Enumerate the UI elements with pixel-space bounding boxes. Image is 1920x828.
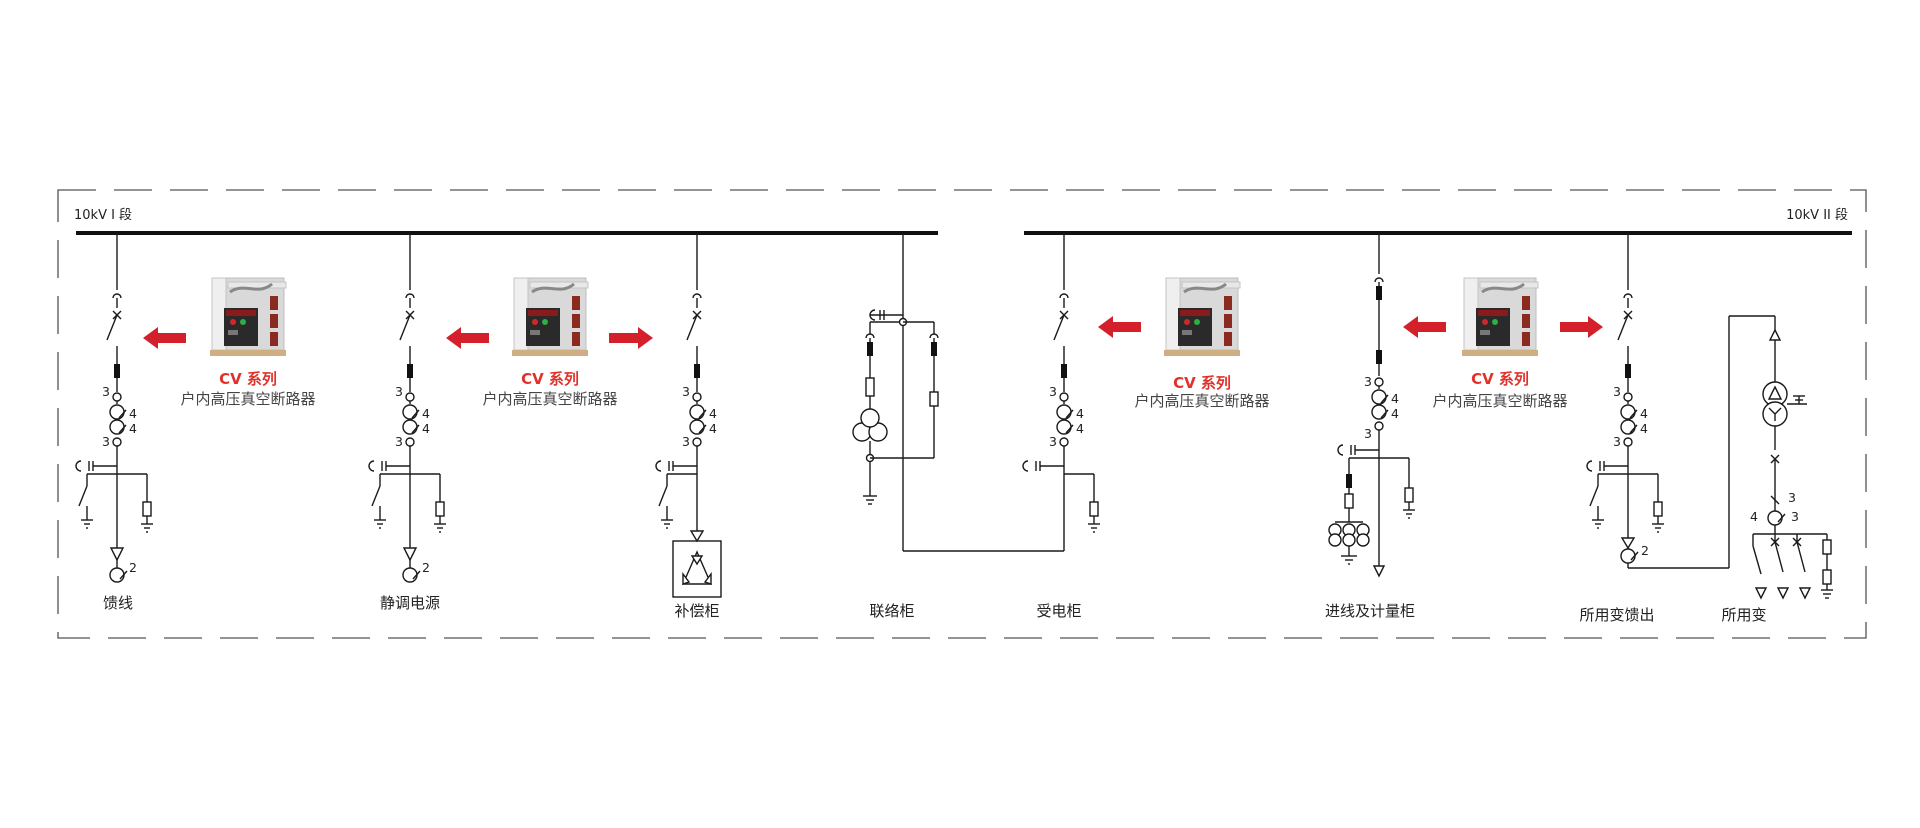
arrow-left-icon <box>1098 316 1141 338</box>
ct-count-label: 3 <box>1364 426 1372 441</box>
breaker-product-image <box>1162 276 1242 358</box>
arrow-left-icon <box>1403 316 1446 338</box>
ct-count-label: 3 <box>682 434 690 449</box>
bus-tie-circuit <box>852 233 1064 552</box>
ct-count-label: 4 <box>1391 406 1399 421</box>
ct-count-label: 3 <box>1049 434 1057 449</box>
ct-count-label: 4 <box>709 421 717 436</box>
ct-count-label: 3 <box>395 434 403 449</box>
breaker-product-image <box>1460 276 1540 358</box>
ct-count-label: 4 <box>709 406 717 421</box>
cabinet-label-bus-tie: 联络柜 <box>869 602 914 620</box>
ct-count-label: 4 <box>1640 421 1648 436</box>
cabinet-label-compensation: 补偿柜 <box>674 602 719 620</box>
arrow-right-icon <box>609 327 653 349</box>
product-series-label: CV 系列 <box>219 370 277 388</box>
cabinet-label-incoming: 受电柜 <box>1036 602 1081 620</box>
ct-count-label: 3 <box>1049 384 1057 399</box>
ct-count-label: 3 <box>102 434 110 449</box>
ct-count-label: 4 <box>129 406 137 421</box>
product-description: 户内高压真空断路器 <box>1432 392 1567 410</box>
product-series-label: CV 系列 <box>1471 370 1529 388</box>
ct-count-label: 4 <box>1640 406 1648 421</box>
ct-count-label: 3 <box>395 384 403 399</box>
ct-count-label: 4 <box>422 421 430 436</box>
product-description: 户内高压真空断路器 <box>1134 392 1269 410</box>
cabinet-label-static-power: 静调电源 <box>380 594 440 612</box>
cabinet-label-incoming-metering: 进线及计量柜 <box>1325 602 1415 620</box>
ct-count-label: 3 <box>1364 374 1372 389</box>
ct-count-label: 3 <box>1791 509 1799 524</box>
product-description: 户内高压真空断路器 <box>482 390 617 408</box>
busbar-label-2: 10kV II 段 <box>1786 208 1848 223</box>
ct-count-label: 4 <box>1076 406 1084 421</box>
cabinet-label-feeder: 馈线 <box>103 594 133 612</box>
ct-count-label: 4 <box>1076 421 1084 436</box>
ct-count-label: 4 <box>129 421 137 436</box>
ct-count-label: 4 <box>422 406 430 421</box>
breaker-product-image <box>510 276 590 358</box>
busbar-label-1: 10kV I 段 <box>74 208 132 223</box>
product-series-label: CV 系列 <box>521 370 579 388</box>
ct-count-label: 3 <box>1613 384 1621 399</box>
cabinet-label-station-transformer-feeder: 所用变馈出 <box>1579 606 1654 624</box>
ct-count-label: 3 <box>682 384 690 399</box>
station-transformer-feeder-circuit <box>1586 233 1776 569</box>
arrow-left-icon <box>143 327 186 349</box>
ct-count-label: 2 <box>1641 543 1649 558</box>
dashed-frame <box>57 189 1867 639</box>
product-series-label: CV 系列 <box>1173 374 1231 392</box>
feeder-circuit-1 <box>75 233 153 583</box>
ct-count-label: 3 <box>102 384 110 399</box>
feeder-circuit-2 <box>368 233 446 583</box>
arrow-left-icon <box>446 327 489 349</box>
incoming-metering-circuit <box>1328 233 1415 578</box>
station-transformer-circuit <box>1752 328 1833 600</box>
arrow-right-icon <box>1560 316 1603 338</box>
ct-count-label: 4 <box>1750 509 1758 524</box>
ct-count-label: 2 <box>129 560 137 575</box>
ct-count-label: 3 <box>1788 490 1796 505</box>
ct-count-label: 2 <box>422 560 430 575</box>
cabinet-label-station-transformer: 所用变 <box>1721 606 1766 624</box>
breaker-product-image <box>208 276 288 358</box>
incoming-circuit <box>1022 233 1100 551</box>
ct-count-label: 3 <box>1613 434 1621 449</box>
product-description: 户内高压真空断路器 <box>180 390 315 408</box>
ct-count-label: 4 <box>1391 391 1399 406</box>
compensation-circuit <box>655 233 722 598</box>
